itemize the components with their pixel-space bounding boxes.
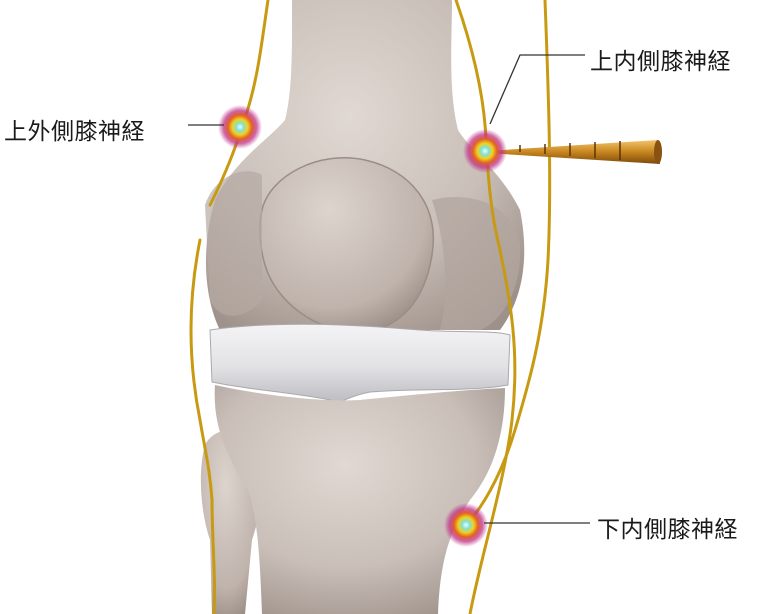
lateral-condyle [205, 171, 262, 316]
meniscus [210, 324, 510, 401]
glow-target-icon [444, 503, 488, 547]
label-superolateral-genicular-nerve: 上外側膝神経 [4, 112, 145, 146]
rf-needle-icon [487, 140, 662, 164]
tibia [215, 385, 505, 614]
leader-superomedial [490, 55, 585, 124]
label-inferomedial-genicular-nerve: 下内側膝神経 [597, 510, 738, 544]
glow-target-icon [218, 105, 262, 149]
label-superomedial-genicular-nerve: 上内側膝神経 [590, 42, 731, 76]
glow-target-icon [463, 129, 507, 173]
